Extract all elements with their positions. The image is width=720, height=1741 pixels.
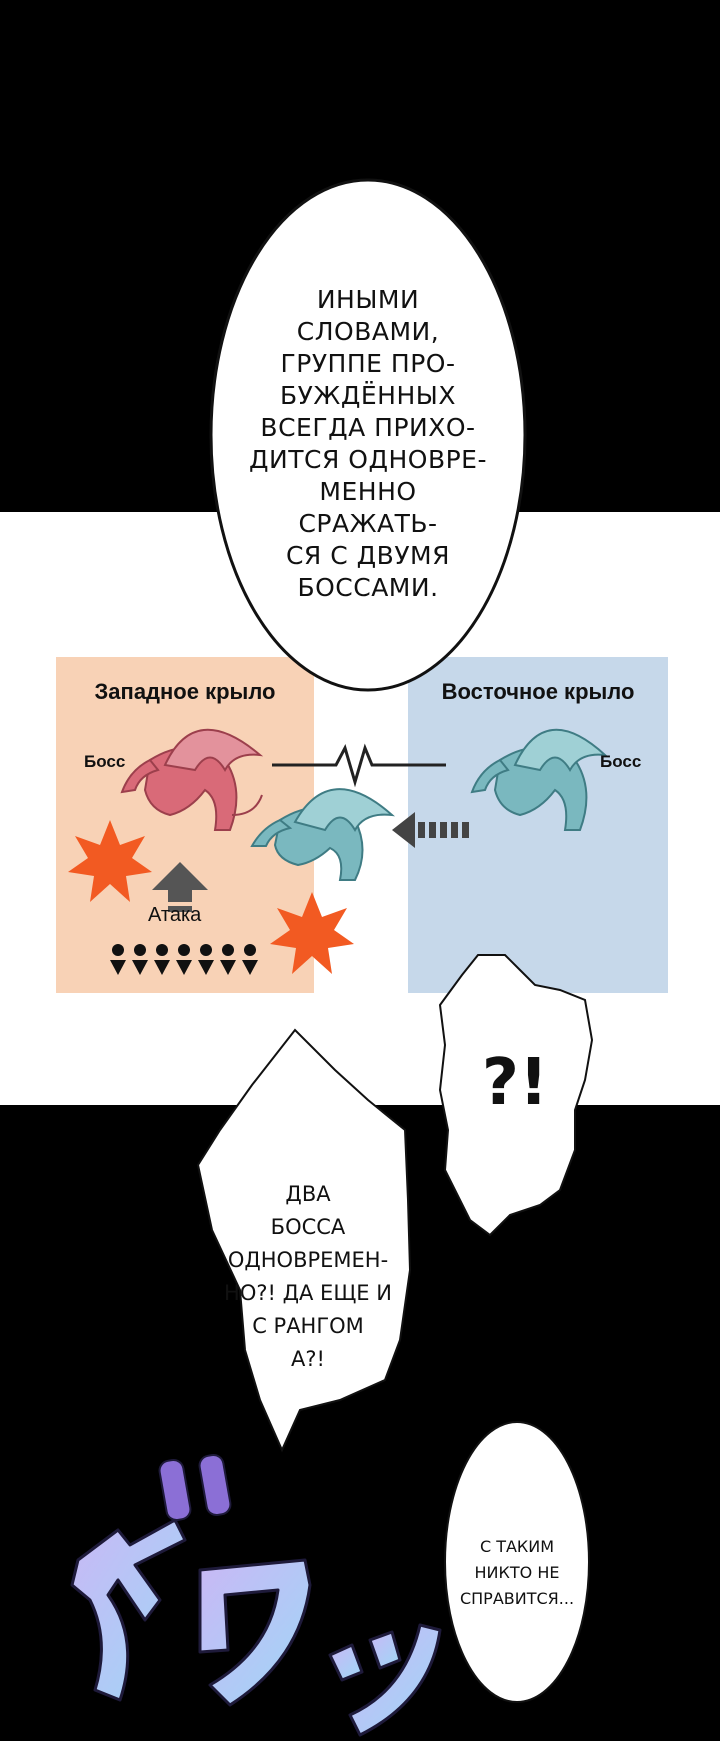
bubble-line: ОДНОВРЕМЕН- [227, 1248, 389, 1272]
bubble-line: ДИТСЯ ОДНОВРЕ- [248, 445, 487, 474]
exclaim-bubble [438, 954, 594, 1237]
top-speech-bubble [209, 178, 527, 692]
bubble-line: БУЖДЁННЫХ [280, 381, 456, 410]
top-bubble-text: ИНЫМИ СЛОВАМИ, ГРУППЕ ПРО- БУЖДЁННЫХ ВСЕ… [246, 284, 490, 604]
movement-arrow-icon [392, 812, 469, 848]
burst-icon [68, 820, 152, 902]
attack-label: Атака [148, 904, 202, 926]
bubble-line: МЕННО СРАЖАТЬ- [298, 477, 438, 538]
shout-bubble-text: ДВА БОССА ОДНОВРЕМЕН- НО?! ДА ЕЩЕ И С РА… [218, 1178, 398, 1376]
bubble-line: БОССАМИ. [297, 573, 439, 602]
east-wing-title: Восточное крыло [441, 679, 635, 704]
bubble-line: ИНЫМИ [316, 285, 420, 314]
bubble-line: БОССА [270, 1215, 346, 1239]
burst-icon [270, 892, 354, 974]
bubble-line: НИКТО НЕ [474, 1563, 560, 1582]
small-speech-bubble [444, 1421, 590, 1703]
bubble-line: ДВА [285, 1182, 331, 1206]
bubble-line: СЯ С ДВУМЯ [285, 541, 451, 570]
bubble-line: А?! [291, 1347, 325, 1371]
bubble-line: С РАНГОМ [252, 1314, 364, 1338]
bubble-line: СЛОВАМИ, [296, 317, 440, 346]
east-wing-zone: Восточное крыло [408, 657, 668, 993]
bubble-line: СПРАВИТСЯ... [459, 1589, 575, 1608]
red-dragon-icon [120, 729, 264, 831]
shout-bubble [196, 1028, 412, 1453]
teal-dragon-icon [250, 788, 396, 881]
party-members-icon [110, 944, 258, 975]
link-zigzag-line [272, 743, 446, 788]
small-bubble-text: С ТАКИМ НИКТО НЕ СПРАВИТСЯ... [450, 1534, 584, 1612]
boss-label-east: Босс [600, 752, 642, 771]
bubble-line: НО?! ДА ЕЩЕ И [224, 1281, 392, 1305]
west-wing-title: Западное крыло [94, 679, 276, 704]
bubble-line: С ТАКИМ [479, 1537, 555, 1556]
attack-arrow-icon [152, 862, 208, 912]
bubble-line: ВСЕГДА ПРИХО- [260, 413, 476, 442]
exclaim-text: ?! [481, 1046, 549, 1120]
bubble-line: ГРУППЕ ПРО- [280, 349, 456, 378]
teal-boss-dragon-icon [470, 729, 608, 831]
boss-label-west: Босс [84, 752, 126, 771]
